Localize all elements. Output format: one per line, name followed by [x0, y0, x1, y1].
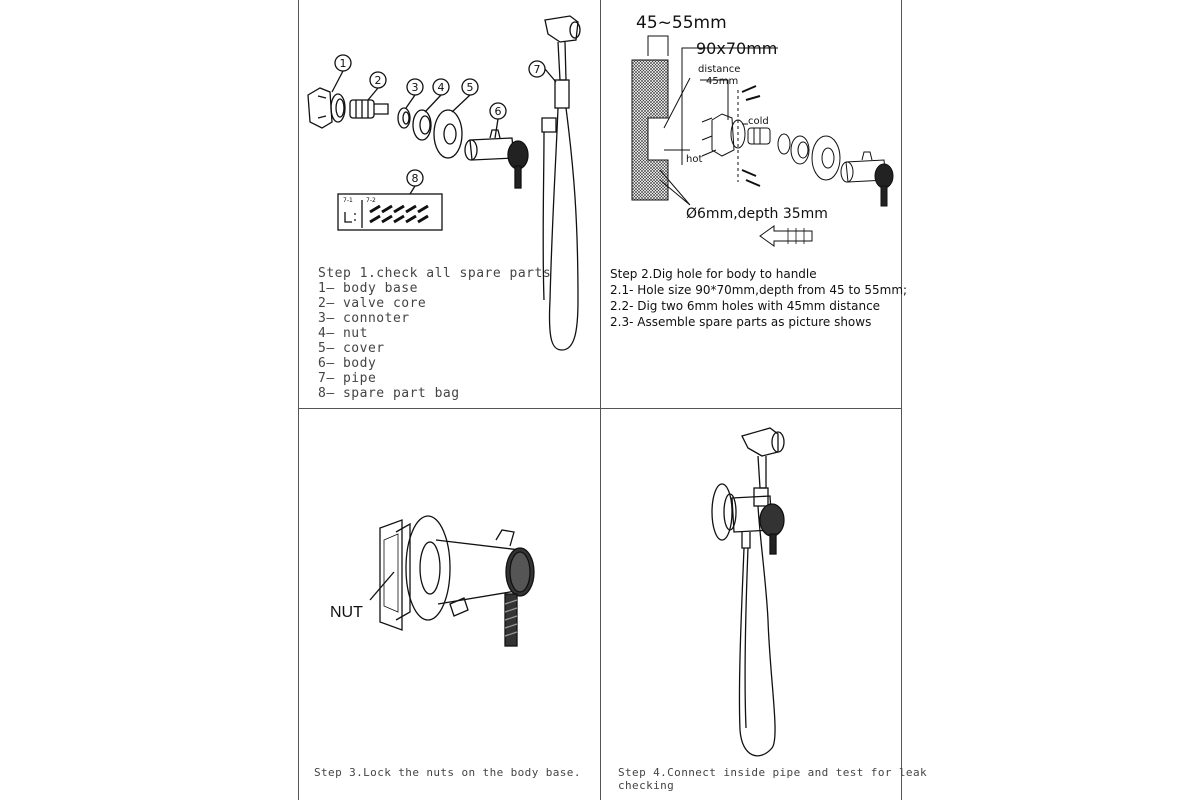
part-item: 1— body base — [318, 281, 418, 296]
step2-title: Step 2.Dig hole for body to handle — [610, 267, 817, 281]
step3-nut-drawing — [369, 515, 535, 647]
part-valve-core — [349, 99, 389, 119]
part-item: 7— pipe — [318, 371, 377, 386]
part-body-base — [307, 87, 346, 129]
distance-label: distance — [698, 64, 740, 75]
wall-section — [631, 59, 669, 201]
callout-2: 2 — [375, 74, 382, 87]
part-item: 3— connoter — [318, 311, 410, 326]
dim-size-label: 90x70mm — [696, 39, 777, 58]
dim-depth-label: 45~55mm — [636, 13, 727, 33]
part-item: 4— nut — [318, 326, 368, 341]
part-body — [464, 129, 529, 189]
bag-label-7-2: 7-2 — [366, 197, 376, 204]
grid-left-border — [298, 0, 299, 800]
cold-label: cold — [748, 116, 769, 127]
step2-line: 2.1- Hole size 90*70mm,depth from 45 to … — [610, 283, 908, 297]
hot-label: hot — [686, 154, 702, 165]
part-item: 8— spare part bag — [318, 386, 460, 401]
callout-8: 8 — [412, 172, 419, 185]
callout-5: 5 — [467, 81, 474, 94]
step2-line: 2.3- Assemble spare parts as picture sho… — [610, 315, 872, 329]
step4-caption-line2: checking — [618, 779, 675, 792]
part-item: 5— cover — [318, 341, 385, 356]
part-item: 2— valve core — [318, 296, 427, 311]
callout-4: 4 — [438, 81, 445, 94]
step2-text-block: Step 2.Dig hole for body to handle 2.1- … — [610, 266, 907, 330]
part-pipe — [541, 15, 581, 351]
callout-3: 3 — [412, 81, 419, 94]
step3-caption: Step 3.Lock the nuts on the body base. — [314, 766, 581, 779]
part-item: 6— body — [318, 356, 377, 371]
bag-label-7-1: 7-1 — [343, 197, 353, 204]
grid-right-border — [901, 0, 902, 800]
step1-text-block: Step 1.check all spare parts 1— body bas… — [318, 266, 551, 401]
grid-middle-divider — [298, 408, 902, 409]
nut-label: NUT — [330, 604, 363, 621]
callout-1: 1 — [340, 57, 347, 70]
part-connector — [397, 107, 411, 129]
parts-list: 1— body base 2— valve core 3— connoter 4… — [318, 281, 551, 401]
step2-installation-drawing: 45~55mm 90x70mm distance 45mm cold hot Ø… — [631, 13, 894, 247]
part-spare-bag — [337, 193, 443, 231]
callout-6: 6 — [495, 105, 502, 118]
step1-title: Step 1.check all spare parts — [318, 266, 552, 281]
hole-label: Ø6mm,depth 35mm — [686, 206, 828, 222]
step2-line: 2.2- Dig two 6mm holes with 45mm distanc… — [610, 299, 881, 313]
distance-value: 45mm — [706, 76, 738, 87]
step1-exploded-drawing: 1 2 3 4 5 6 7 8 7-1 7-2 — [307, 15, 581, 351]
grid-center-divider — [600, 0, 601, 800]
part-nut — [412, 109, 432, 141]
step4-caption-line1: Step 4.Connect inside pipe and test for … — [618, 766, 927, 779]
part-cover — [433, 109, 463, 159]
callout-7: 7 — [534, 63, 541, 76]
